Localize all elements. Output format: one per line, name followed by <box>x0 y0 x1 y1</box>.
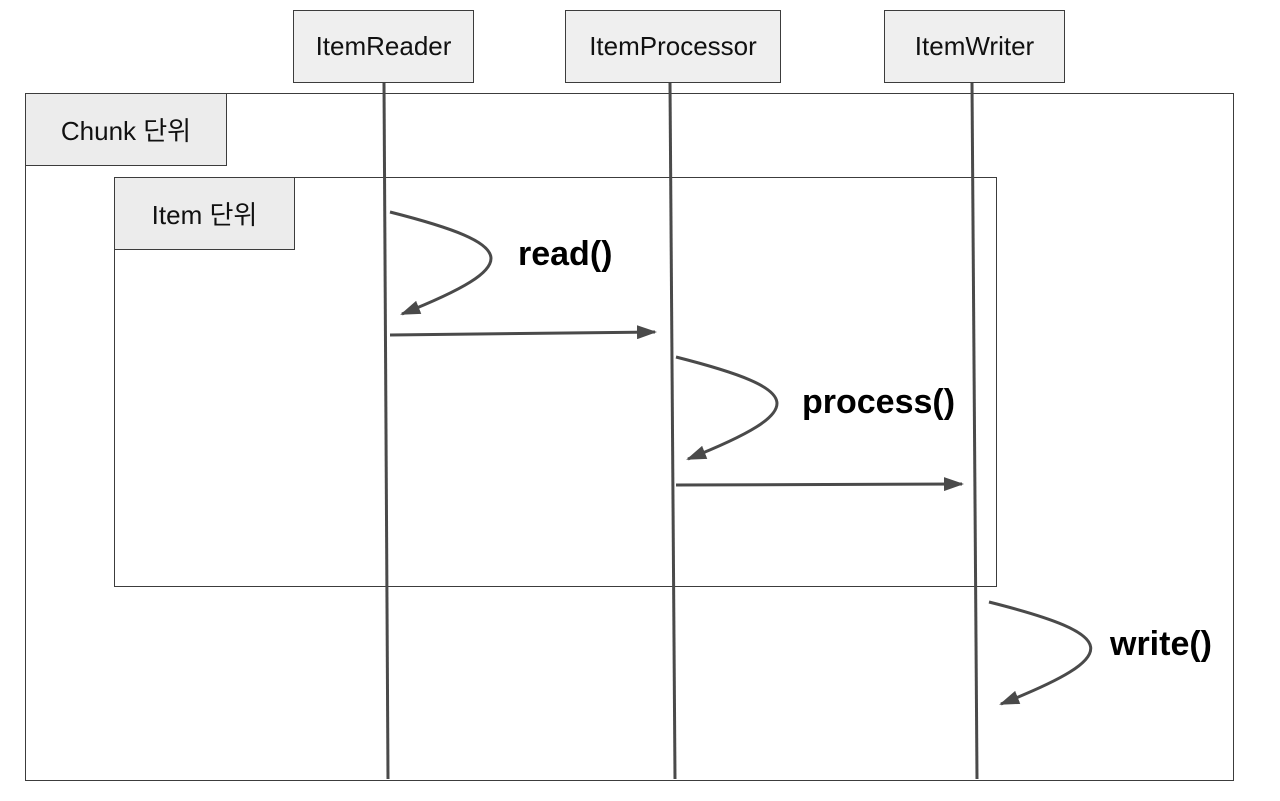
write-self-call-arrow <box>988 600 1093 706</box>
lifeline-item-reader <box>382 82 390 780</box>
reader-to-processor-arrow <box>389 325 657 340</box>
write-call-label: write() <box>1110 625 1212 663</box>
item-frame-label: Item 단위 <box>114 177 295 250</box>
process-call-label: process() <box>802 383 956 421</box>
participant-item-reader: ItemReader <box>293 10 474 83</box>
process-self-call-arrow <box>675 355 779 461</box>
read-self-call-arrow <box>389 210 493 316</box>
lifeline-item-processor <box>668 82 677 780</box>
item-frame <box>114 177 997 587</box>
processor-to-writer-arrow <box>675 477 964 492</box>
participant-item-writer: ItemWriter <box>884 10 1065 83</box>
lifeline-item-writer <box>970 82 979 780</box>
chunk-frame-label: Chunk 단위 <box>25 93 227 166</box>
participant-item-processor: ItemProcessor <box>565 10 781 83</box>
chunk-frame <box>25 93 1234 781</box>
read-call-label: read() <box>518 235 613 273</box>
